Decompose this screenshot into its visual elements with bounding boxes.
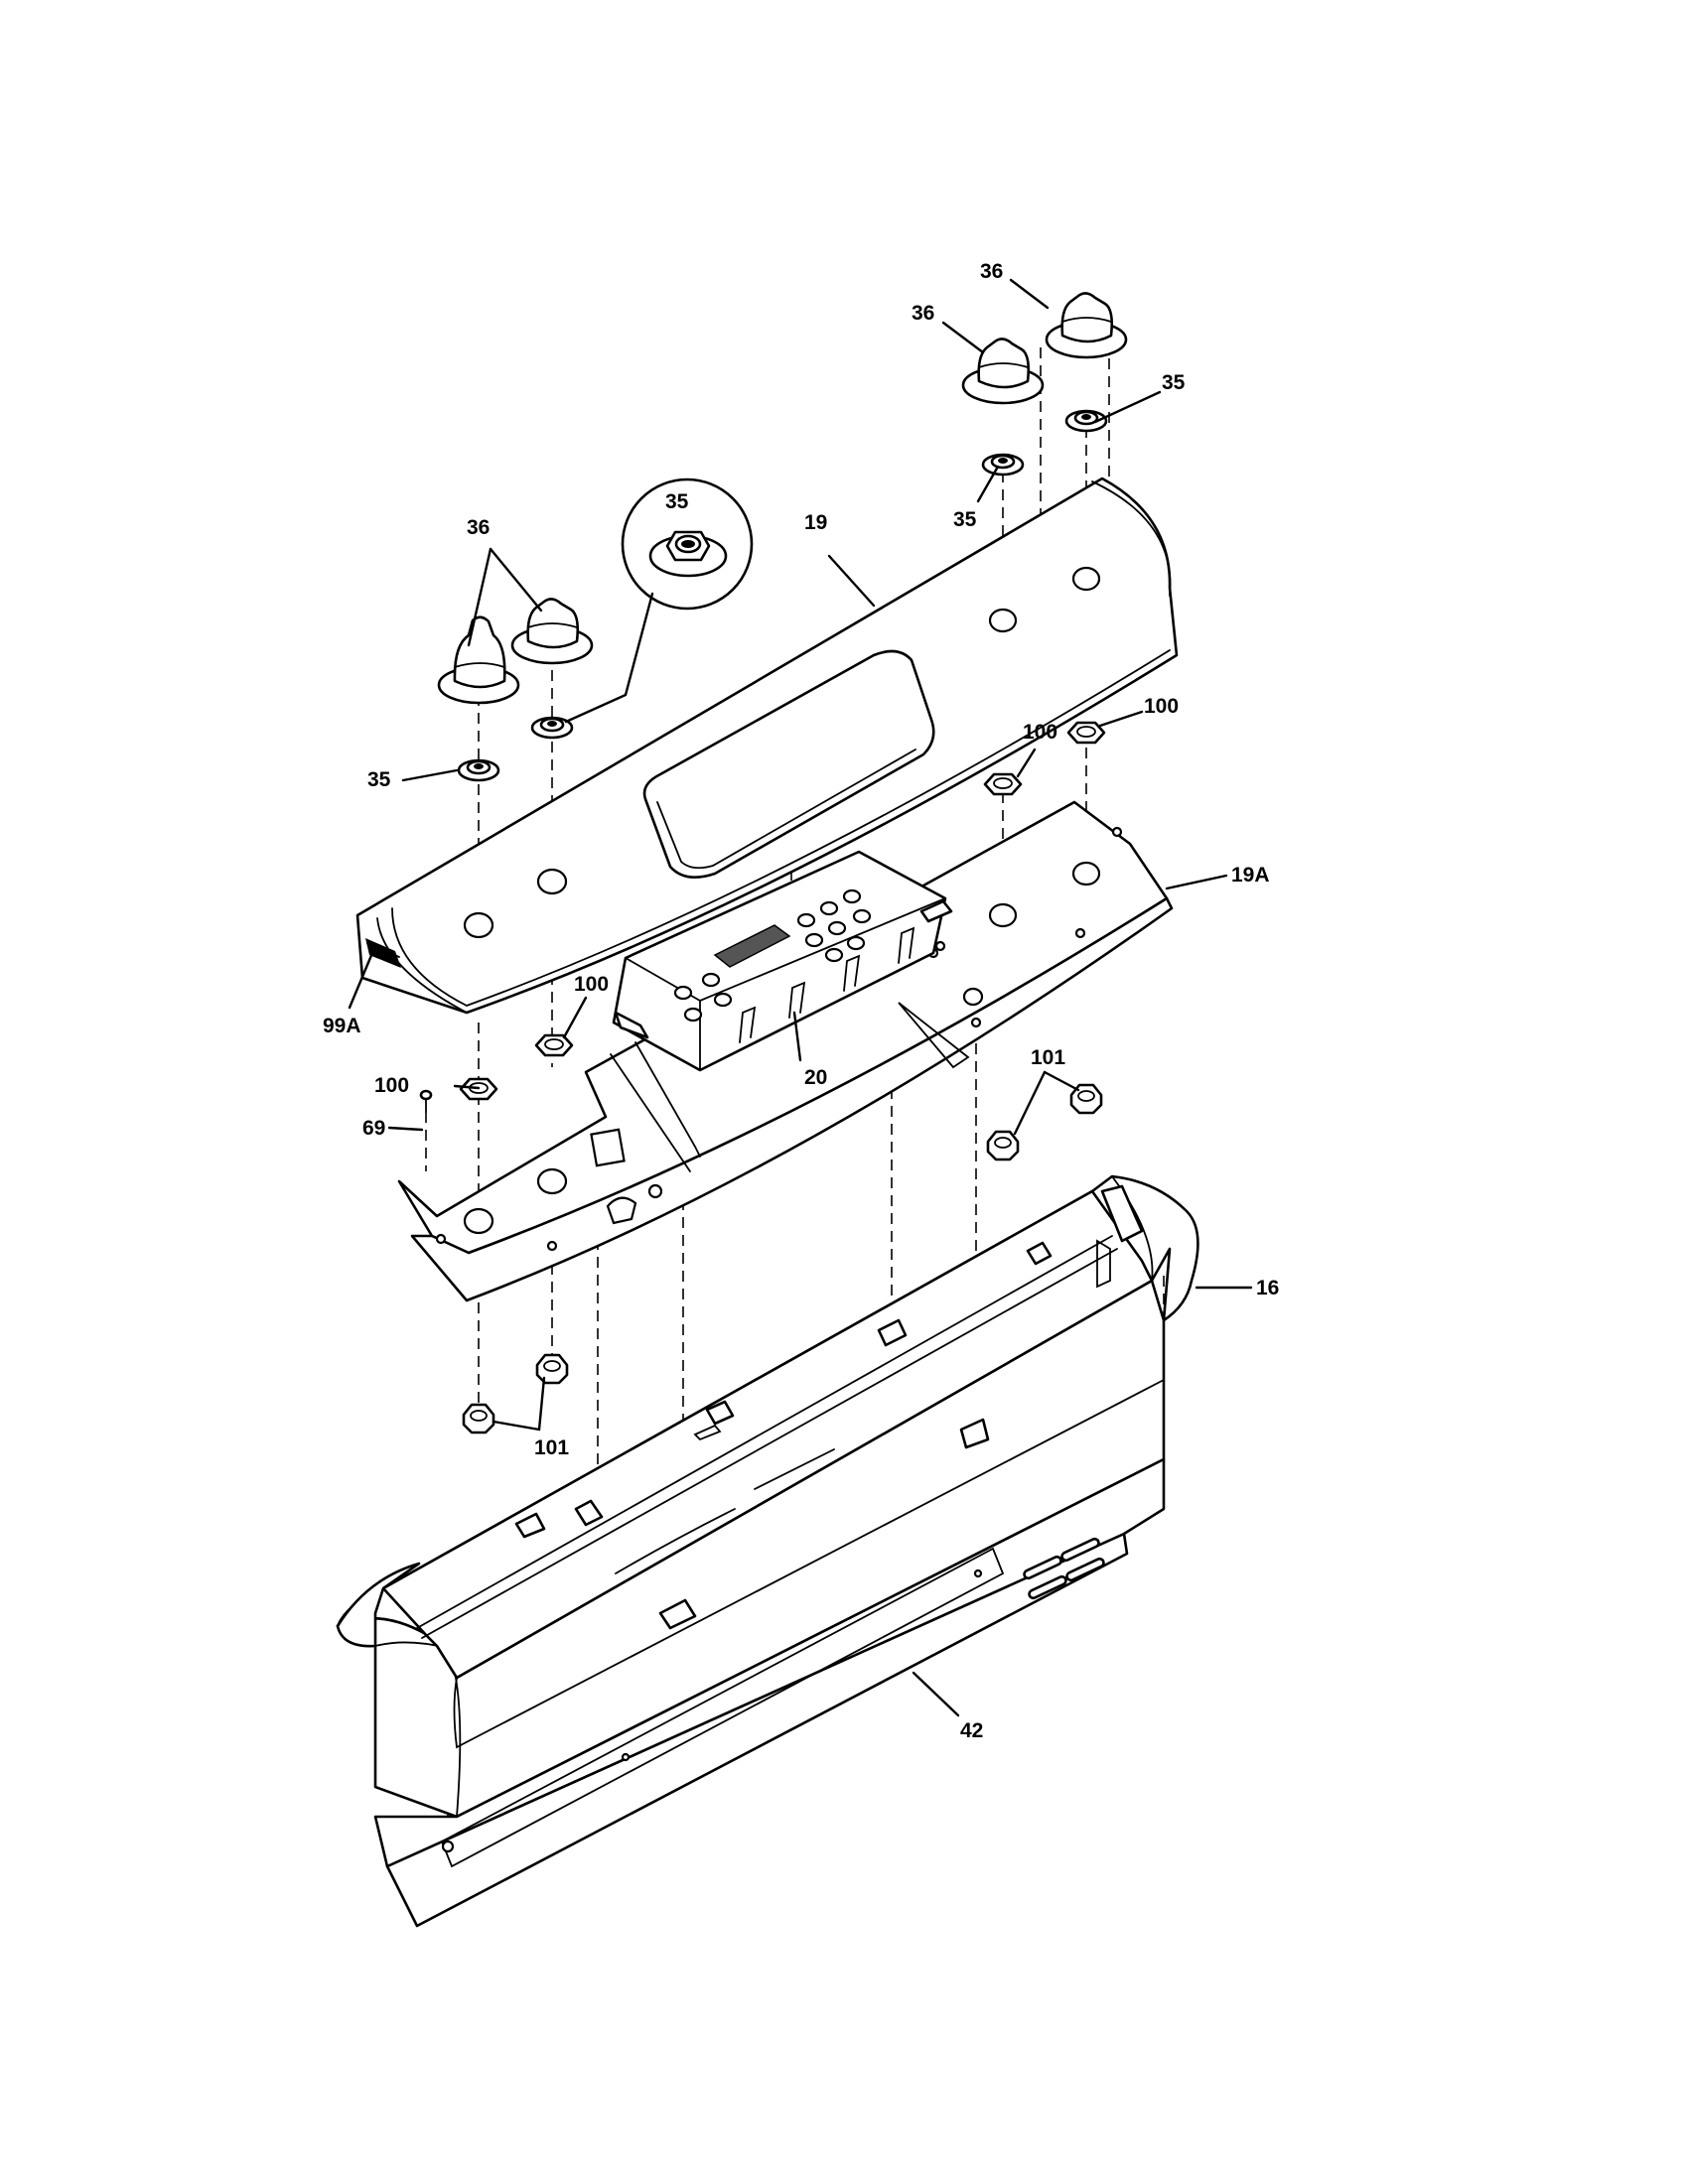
knob-36-2 bbox=[510, 598, 594, 665]
nut-101 bbox=[986, 1130, 1020, 1161]
display-window bbox=[713, 924, 791, 968]
bracket-hole bbox=[463, 1207, 494, 1235]
knob-36-4 bbox=[1045, 292, 1128, 359]
nut-101 bbox=[1069, 1083, 1103, 1115]
backguard-16 bbox=[336, 1174, 1199, 1819]
callout-35: 35 bbox=[953, 508, 977, 531]
leader-lines bbox=[348, 278, 1253, 1717]
seat-35 bbox=[1064, 409, 1108, 433]
trim-42 bbox=[373, 1457, 1166, 1928]
callout-100: 100 bbox=[574, 973, 609, 996]
nut-100 bbox=[983, 772, 1023, 796]
callout-101: 101 bbox=[1031, 1046, 1065, 1069]
knob-36-1 bbox=[437, 615, 520, 705]
trim-vents bbox=[1023, 1537, 1105, 1600]
callout-100: 100 bbox=[374, 1074, 409, 1097]
panel-knob-hole bbox=[988, 608, 1018, 633]
screw-69 bbox=[419, 1089, 433, 1113]
bracket-hole bbox=[1071, 861, 1101, 887]
nut-101 bbox=[462, 1403, 495, 1434]
callout-35: 35 bbox=[367, 768, 391, 791]
callout-19A: 19A bbox=[1231, 864, 1270, 887]
nut-101 bbox=[535, 1353, 569, 1385]
electronic-control-20 bbox=[612, 850, 953, 1072]
callout-20: 20 bbox=[804, 1066, 827, 1089]
panel-knob-hole bbox=[1071, 566, 1101, 592]
callout-36: 36 bbox=[912, 302, 934, 325]
callout-100: 100 bbox=[1144, 695, 1179, 718]
callout-labels: 36 36 35 35 36 35 19 35 100 100 19A 99A … bbox=[323, 260, 1279, 1742]
callout-42: 42 bbox=[960, 1719, 983, 1742]
nut-100 bbox=[534, 1033, 574, 1057]
seat-35 bbox=[981, 453, 1025, 477]
detail-circle-35 bbox=[621, 478, 754, 611]
callout-101: 101 bbox=[534, 1436, 569, 1459]
seat-35 bbox=[457, 758, 500, 782]
control-panel-19 bbox=[355, 477, 1179, 1015]
panel-knob-hole bbox=[463, 911, 494, 939]
callout-19: 19 bbox=[804, 511, 827, 534]
callout-99A: 99A bbox=[323, 1015, 361, 1037]
callout-69: 69 bbox=[362, 1117, 385, 1140]
nut-100 bbox=[1066, 721, 1106, 745]
callout-35: 35 bbox=[665, 490, 689, 513]
seat-35 bbox=[530, 716, 574, 740]
callout-36: 36 bbox=[467, 516, 490, 539]
callout-100: 100 bbox=[1023, 721, 1057, 744]
panel-knob-hole bbox=[536, 868, 568, 895]
callout-36: 36 bbox=[980, 260, 1003, 283]
bracket-hole bbox=[988, 902, 1018, 928]
control-buttons bbox=[673, 888, 872, 1023]
bracket-hole bbox=[536, 1167, 568, 1195]
ribbon-cable-99a bbox=[365, 938, 401, 968]
callout-16: 16 bbox=[1256, 1277, 1279, 1299]
knob-36-3 bbox=[961, 338, 1045, 405]
callout-35: 35 bbox=[1162, 371, 1186, 394]
